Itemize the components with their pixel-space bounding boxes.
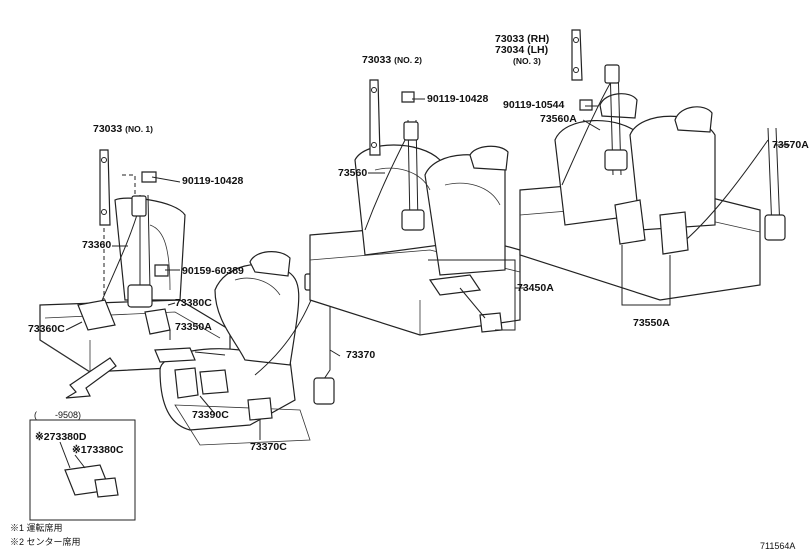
middle-seat-assembly	[309, 79, 525, 336]
label-73560: 73560	[338, 167, 368, 179]
inset-item-73380c: ※173380C	[72, 444, 124, 456]
label-no3: (NO. 3)	[513, 56, 541, 66]
label-73370c: 73370C	[250, 441, 287, 453]
label-90119-10428-a: 90119-10428	[182, 175, 244, 187]
diagram-id: 711564A	[760, 541, 796, 551]
label-73390c: 73390C	[192, 409, 229, 421]
label-90119-10428-b: 90119-10428	[427, 93, 489, 105]
label-73450a: 73450A	[517, 282, 554, 294]
label-90119-10544: 90119-10544	[503, 99, 565, 111]
label-73380c: 73380C	[175, 297, 212, 309]
footnote-1: ※1 運転席用	[10, 523, 63, 533]
rear-seat-assembly	[519, 29, 790, 306]
label-73033-rh: 73033 (RH)	[495, 33, 550, 45]
footnote-2: ※2 センター席用	[10, 537, 81, 547]
label-73033-no2: 73033 (NO. 2)	[362, 54, 422, 66]
label-73370: 73370	[346, 349, 376, 361]
label-73033-no1: 73033 (NO. 1)	[93, 123, 153, 135]
label-73360: 73360	[82, 239, 112, 251]
inset-item-73380d: ※273380D	[35, 431, 87, 443]
front-seat-assembly	[39, 149, 341, 446]
label-73560a: 73560A	[540, 113, 577, 125]
inset-period: ( -9508)	[34, 410, 82, 420]
label-73570a: 73570A	[772, 139, 809, 151]
inset-box	[29, 419, 136, 521]
label-90159-60389: 90159-60389	[182, 265, 244, 277]
label-73350a: 73350A	[175, 321, 212, 333]
label-73550a: 73550A	[633, 317, 670, 329]
label-73034-lh: 73034 (LH)	[495, 44, 549, 56]
label-73360c: 73360C	[28, 323, 65, 335]
